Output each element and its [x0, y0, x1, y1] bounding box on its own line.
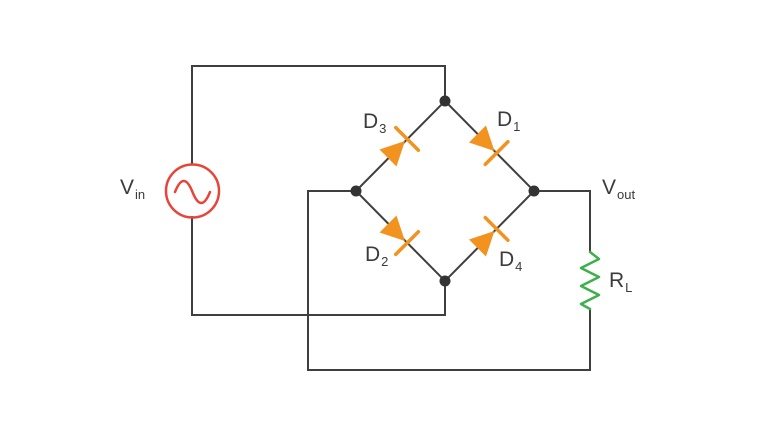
ac-source-sine-icon	[173, 179, 212, 205]
wire-source-bottom-to-bridge-bottom	[191, 216, 446, 316]
diode-d1-cathode-bar	[483, 140, 510, 167]
rl-label-sub: L	[625, 280, 633, 295]
d1-label-main: D	[497, 108, 513, 131]
diode-d4-cathode-bar	[483, 215, 510, 242]
junction-dot-bottom	[439, 275, 451, 287]
junction-dot-top	[439, 95, 451, 107]
d4-label-sub: 4	[515, 259, 523, 274]
vin-label-sub: in	[135, 187, 146, 202]
vin-label: Vin	[120, 176, 145, 201]
d2-label-main: D	[365, 243, 381, 266]
d3-label-sub: 3	[379, 121, 387, 136]
d2-label: D2	[365, 243, 388, 268]
vout-label-sub: out	[617, 187, 636, 202]
d2-label-sub: 2	[381, 254, 389, 269]
junction-dot-left	[350, 185, 362, 197]
vout-label-main: V	[602, 176, 617, 199]
d1-label-sub: 1	[513, 119, 521, 134]
d4-label-main: D	[499, 248, 515, 271]
diode-d3-cathode-bar	[394, 125, 421, 152]
vin-label-main: V	[120, 176, 135, 199]
rl-label: RL	[609, 269, 632, 294]
ac-source-icon	[164, 163, 221, 219]
vout-label: Vout	[602, 176, 635, 201]
d1-label: D1	[497, 108, 520, 133]
wire-bridge-right-to-load-top	[533, 190, 591, 253]
load-resistor-icon	[579, 250, 601, 311]
diode-d2-cathode-bar	[394, 230, 421, 257]
wire-source-top-to-bridge-top	[191, 65, 446, 165]
rl-label-main: R	[609, 269, 625, 292]
junction-dot-right	[528, 185, 540, 197]
wire-bridge-left-to-load-bottom	[307, 190, 591, 371]
ac-source-circle	[164, 163, 221, 219]
d3-label-main: D	[363, 110, 379, 133]
d3-label: D3	[363, 110, 386, 135]
d4-label: D4	[499, 248, 522, 273]
